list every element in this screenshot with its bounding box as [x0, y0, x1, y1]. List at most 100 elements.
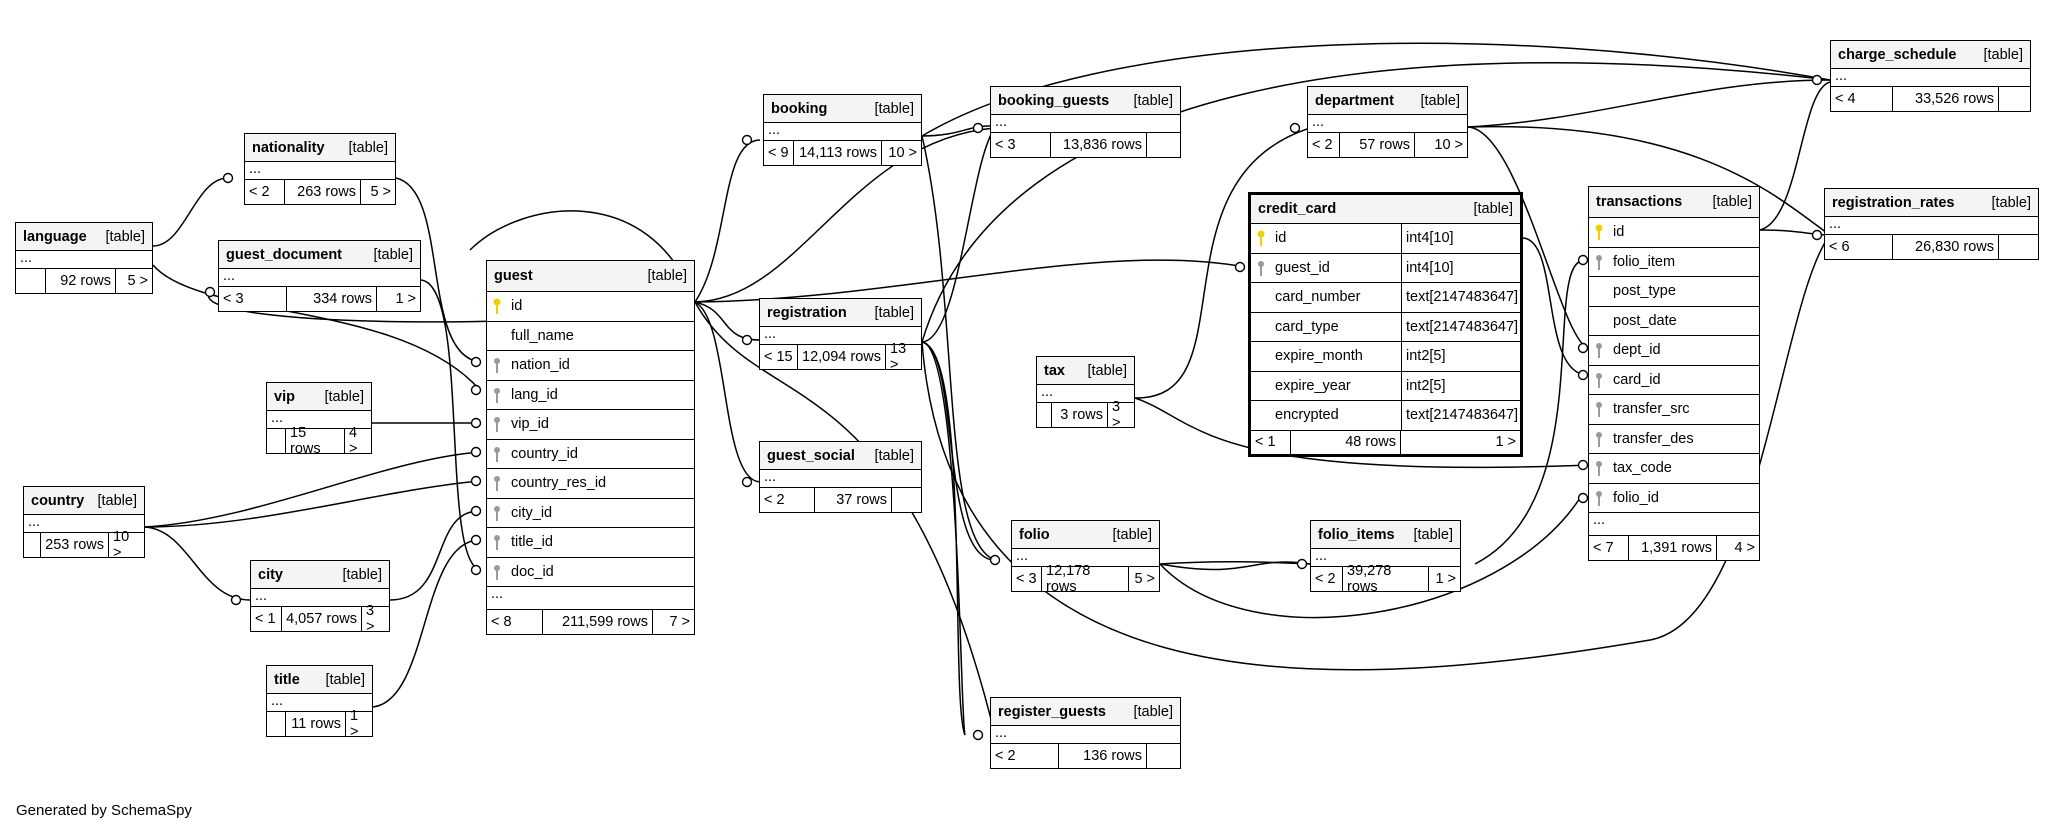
table-transactions[interactable]: transactions[table] id folio_item post_t… [1588, 186, 1760, 561]
more-columns: ... [267, 411, 371, 429]
children-count: 4 > [1734, 540, 1755, 556]
parents-count: < 1 [1251, 430, 1291, 454]
table-tag: [table] [1133, 703, 1174, 720]
table-name: language [23, 228, 87, 245]
column-row[interactable]: tax_code [1589, 454, 1759, 484]
row-count: 253 rows [41, 533, 109, 557]
row-count: 12,094 rows [798, 345, 886, 369]
table-name: folio_items [1318, 526, 1395, 543]
table-name: city [258, 566, 283, 583]
column-name: card_type [1275, 318, 1339, 335]
foreign-key-icon [487, 564, 507, 580]
table-tag: [table] [1420, 92, 1461, 109]
column-row[interactable]: city_id [487, 499, 694, 528]
children-count: 10 > [888, 145, 917, 161]
parents-count: < 1 [251, 607, 282, 631]
table-name: tax [1044, 362, 1065, 379]
column-row[interactable]: id [487, 292, 694, 322]
column-name: doc_id [511, 563, 554, 580]
column-row[interactable]: folio_id [1589, 484, 1759, 513]
children-count [1147, 133, 1180, 157]
table-tag: [table] [348, 139, 389, 156]
foreign-key-icon [1589, 401, 1609, 418]
column-row[interactable]: transfer_des [1589, 425, 1759, 454]
foreign-key-icon [487, 416, 507, 433]
column-name: post_type [1613, 283, 1676, 300]
table-tag: [table] [325, 671, 366, 688]
column-row[interactable]: country_id [487, 440, 694, 469]
parents-count [16, 269, 46, 293]
column-name: folio_item [1613, 253, 1676, 270]
column-row[interactable]: card_type text[2147483647] [1251, 312, 1520, 342]
parents-count: < 2 [1311, 567, 1343, 591]
table-name: registration_rates [1832, 194, 1955, 211]
column-row[interactable]: nation_id [487, 351, 694, 381]
column-name: transfer_des [1613, 430, 1694, 447]
column-row[interactable]: vip_id [487, 410, 694, 440]
column-type: text[2147483647] [1406, 318, 1519, 335]
column-name: city_id [511, 504, 553, 521]
table-guest[interactable]: guest[table] id full_name nation_id lang… [486, 260, 695, 635]
column-name: country_res_id [511, 475, 607, 492]
column-row[interactable]: transfer_src [1589, 395, 1759, 425]
column-row[interactable]: country_res_id [487, 469, 694, 499]
table-tag: [table] [1112, 526, 1153, 543]
column-row[interactable]: post_type [1589, 277, 1759, 307]
column-row[interactable]: lang_id [487, 381, 694, 410]
column-row[interactable]: full_name [487, 322, 694, 351]
table-tag: [table] [1133, 92, 1174, 109]
column-name: id [1613, 224, 1625, 241]
column-row[interactable]: dept_id [1589, 336, 1759, 366]
column-name: post_date [1613, 312, 1677, 329]
parents-count [267, 429, 286, 453]
table-name: guest [494, 268, 533, 284]
column-row[interactable]: post_date [1589, 307, 1759, 336]
foreign-key-icon [1251, 260, 1271, 276]
row-count: 3 rows [1052, 403, 1108, 427]
column-row[interactable]: title_id [487, 528, 694, 558]
table-name: guest_social [767, 447, 855, 464]
table-tag: [table] [874, 447, 915, 464]
more-columns: ... [251, 589, 389, 607]
column-row[interactable]: folio_item [1589, 248, 1759, 277]
generated-by-note: Generated by SchemaSpy [16, 802, 192, 819]
more-columns: ... [1311, 549, 1460, 567]
column-row[interactable]: doc_id [487, 558, 694, 587]
column-name: nation_id [511, 357, 570, 374]
children-count: 3 > [366, 603, 375, 635]
more-columns: ... [760, 470, 921, 488]
row-count: 4,057 rows [282, 607, 362, 631]
column-row[interactable]: id [1589, 218, 1759, 248]
children-count [892, 488, 921, 512]
children-count [1999, 235, 2038, 259]
table-tag: [table] [1087, 362, 1128, 379]
parents-count: < 2 [991, 744, 1059, 768]
table-name: title [274, 671, 300, 688]
column-row[interactable]: card_id [1589, 366, 1759, 395]
